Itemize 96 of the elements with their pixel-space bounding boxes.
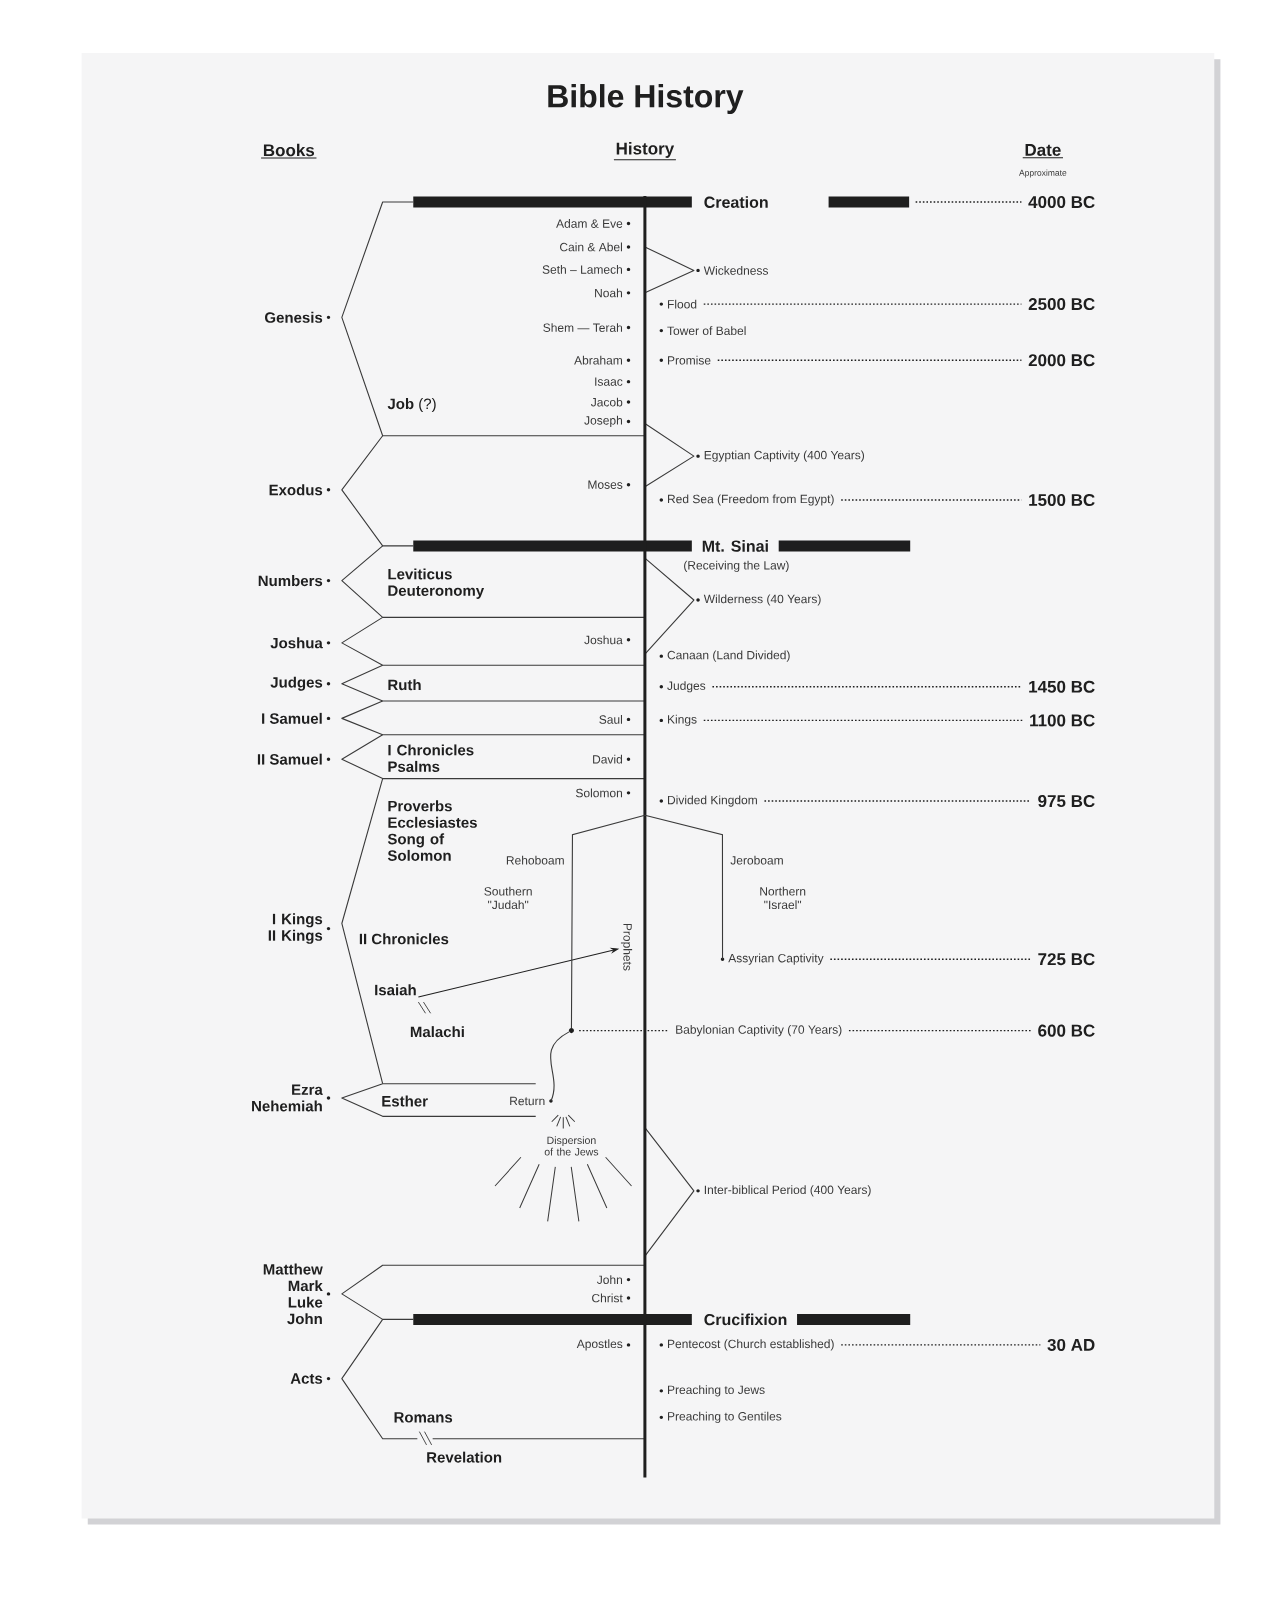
book-name: Acts (290, 1373, 330, 1384)
event-label: Inter-biblical Period (400 Years) (696, 1185, 871, 1197)
book-name: Matthew Mark Luke John (263, 1263, 330, 1325)
column-heading: Date (1022, 144, 1064, 159)
event-label: Preaching to Jews (659, 1385, 765, 1397)
book-name: Ruth (388, 679, 421, 691)
leader-line (702, 719, 1023, 722)
date-label: 2500 BC (1028, 298, 1095, 311)
event-label: Return (510, 1096, 553, 1106)
event-label: Dispersion of the Jews (544, 1136, 598, 1156)
book-name: Esther (382, 1095, 428, 1107)
event-label: Canaan (Land Divided) (659, 650, 790, 662)
note-text: Approximate (1018, 169, 1067, 178)
person-name: Saul (599, 715, 630, 724)
person-name: Shem — Terah (543, 323, 630, 332)
book-name: Proverbs Ecclesiastes Song of Solomon (387, 800, 477, 861)
book-name: Job (?) (387, 398, 436, 413)
book-name: Romans (394, 1412, 452, 1423)
book-name: I Chronicles Psalms (388, 744, 474, 772)
region-label: Southern "Judah" (484, 886, 532, 910)
person-name: David (592, 754, 630, 764)
era-label: Creation (704, 196, 909, 208)
date-label: 4000 BC (1028, 196, 1095, 209)
book-name: Ezra Nehemiah (251, 1084, 330, 1112)
date-label: 975 BC (1037, 795, 1095, 808)
date-label: 1500 BC (1028, 494, 1095, 507)
person-name: Adam & Eve (555, 219, 630, 228)
book-name: Exodus (269, 484, 330, 496)
date-label: 725 BC (1038, 953, 1095, 966)
event-label: Red Sea (Freedom from Egypt) (659, 494, 834, 506)
person-name: Cain & Abel (559, 242, 630, 252)
book-name: Leviticus Deuteronomy (388, 568, 484, 599)
date-label: 2000 BC (1028, 354, 1095, 367)
region-label: Northern "Israel" (760, 886, 805, 910)
title: Bible History (548, 84, 744, 114)
person-name: Abraham (573, 355, 630, 365)
book-name: I Kings II Kings (268, 913, 330, 944)
person-name: Isaac (595, 377, 630, 386)
vertical-label: Prophets (620, 923, 632, 971)
column-heading: History (613, 142, 677, 161)
leader-line (716, 359, 1022, 361)
event-label: Assyrian Captivity (720, 953, 824, 965)
event-label: (Receiving the Law) (683, 560, 789, 572)
column-heading: Books (260, 143, 317, 159)
leader-line (840, 1344, 1041, 1346)
date-label: 1450 BC (1028, 680, 1095, 693)
person-name: Rehoboam (506, 855, 564, 865)
person-name: Moses (588, 480, 630, 489)
event-label: Divided Kingdom (659, 795, 757, 807)
event-label: Judges (659, 681, 706, 693)
person-name: Noah (594, 288, 630, 298)
date-label: 600 BC (1038, 1024, 1095, 1037)
leader-line (914, 201, 1022, 203)
date-label: 1100 BC (1029, 714, 1095, 727)
book-name: Malachi (410, 1026, 464, 1038)
leader-line (702, 303, 1022, 305)
book-name: II Chronicles (359, 933, 449, 945)
curved-line (549, 1031, 570, 1102)
event-label: Preaching to Gentiles (659, 1411, 782, 1423)
era-label: Crucifixion (704, 1313, 787, 1326)
person-name: Jeroboam (730, 855, 783, 865)
date-label: 30 AD (1047, 1338, 1095, 1351)
leader-line (711, 686, 1022, 688)
event-label: Tower of Babel (659, 326, 746, 335)
event-label: Pentecost (Church established) (659, 1339, 834, 1351)
event-label: Wickedness (696, 266, 768, 275)
book-name: Genesis (264, 311, 330, 323)
person-name: Jacob (590, 397, 630, 407)
book-name: II Samuel (257, 753, 330, 765)
book-name: Judges (270, 676, 330, 691)
person-name: Joseph (584, 415, 630, 428)
book-name: I Samuel (261, 712, 330, 724)
person-name: Seth – Lamech (542, 265, 630, 274)
leader-line (578, 1029, 669, 1032)
era-label: Mt. Sinai (702, 540, 768, 552)
event-label: Babylonian Captivity (70 Years) (675, 1025, 842, 1037)
book-name: Revelation (427, 1451, 501, 1463)
event-label: Kings (659, 714, 697, 726)
person-name: Apostles (576, 1339, 630, 1351)
book-name: Joshua (270, 637, 330, 649)
person-name: Solomon (575, 788, 630, 798)
leader-line (763, 800, 1032, 802)
event-label: Flood (659, 299, 697, 309)
branch-line (644, 814, 723, 960)
book-name: Numbers (258, 575, 330, 587)
event-label: Wilderness (40 Years) (696, 594, 821, 606)
leader-line (840, 499, 1022, 501)
leader-line (829, 958, 1032, 960)
person-name: John (596, 1275, 630, 1284)
branch-line (570, 814, 646, 1029)
leader-line (848, 1029, 1032, 1032)
book-name: Isaiah (374, 984, 416, 996)
person-name: Joshua (584, 635, 630, 645)
person-name: Christ (591, 1293, 630, 1303)
event-label: Egyptian Captivity (400 Years) (696, 450, 864, 462)
event-label: Promise (659, 355, 711, 365)
